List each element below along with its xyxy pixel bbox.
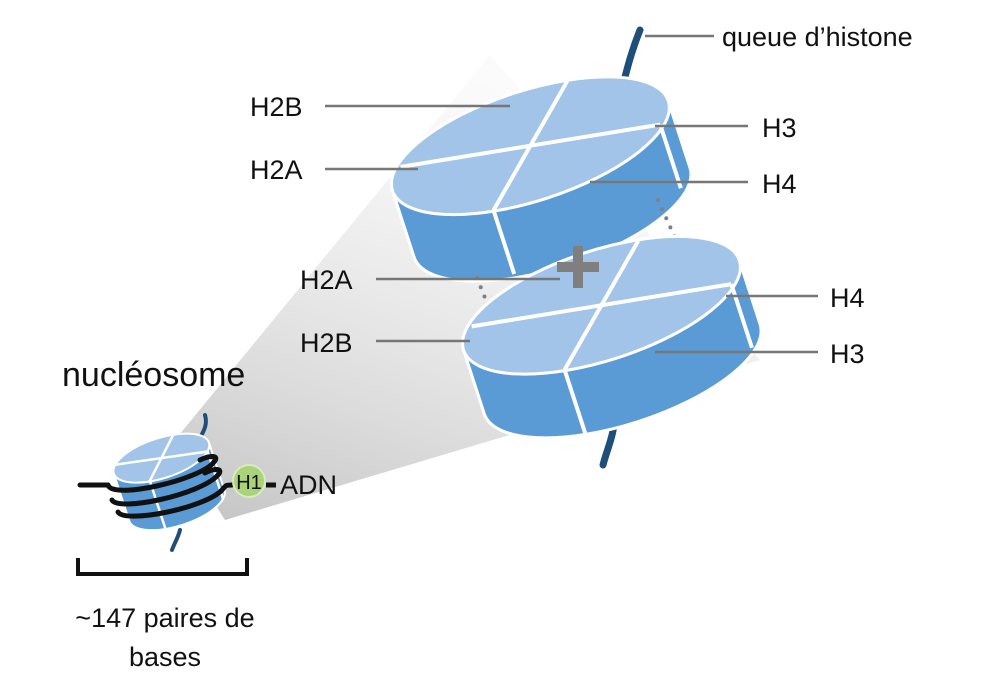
label-bottom-h2a: H2A [300,265,353,295]
top-histone-disk [389,26,693,283]
label-top-h2a: H2A [250,155,303,185]
label-base-pairs-line1: ~147 paires de [75,603,254,633]
base-pair-bracket [76,558,249,576]
dna-strand [77,454,235,519]
h1-linker-histone [232,464,266,498]
bottom-histone-disk [461,234,763,469]
plus-icon [557,246,599,288]
small-nucleosome [77,413,276,552]
label-bottom-h4: H4 [830,283,865,313]
label-top-h4: H4 [762,169,797,199]
label-bottom-h2b: H2B [300,328,353,358]
label-h1: H1 [236,472,262,494]
label-top-h3: H3 [762,113,797,143]
magnification-cone [175,55,760,520]
label-histone-tail: queue d’histone [722,22,913,52]
label-bottom-h3: H3 [830,339,865,369]
label-dna: ADN [280,470,337,500]
label-nucleosome: nucléosome [62,356,245,394]
label-top-h2b: H2B [250,92,303,122]
label-base-pairs-line2: bases [129,642,201,672]
